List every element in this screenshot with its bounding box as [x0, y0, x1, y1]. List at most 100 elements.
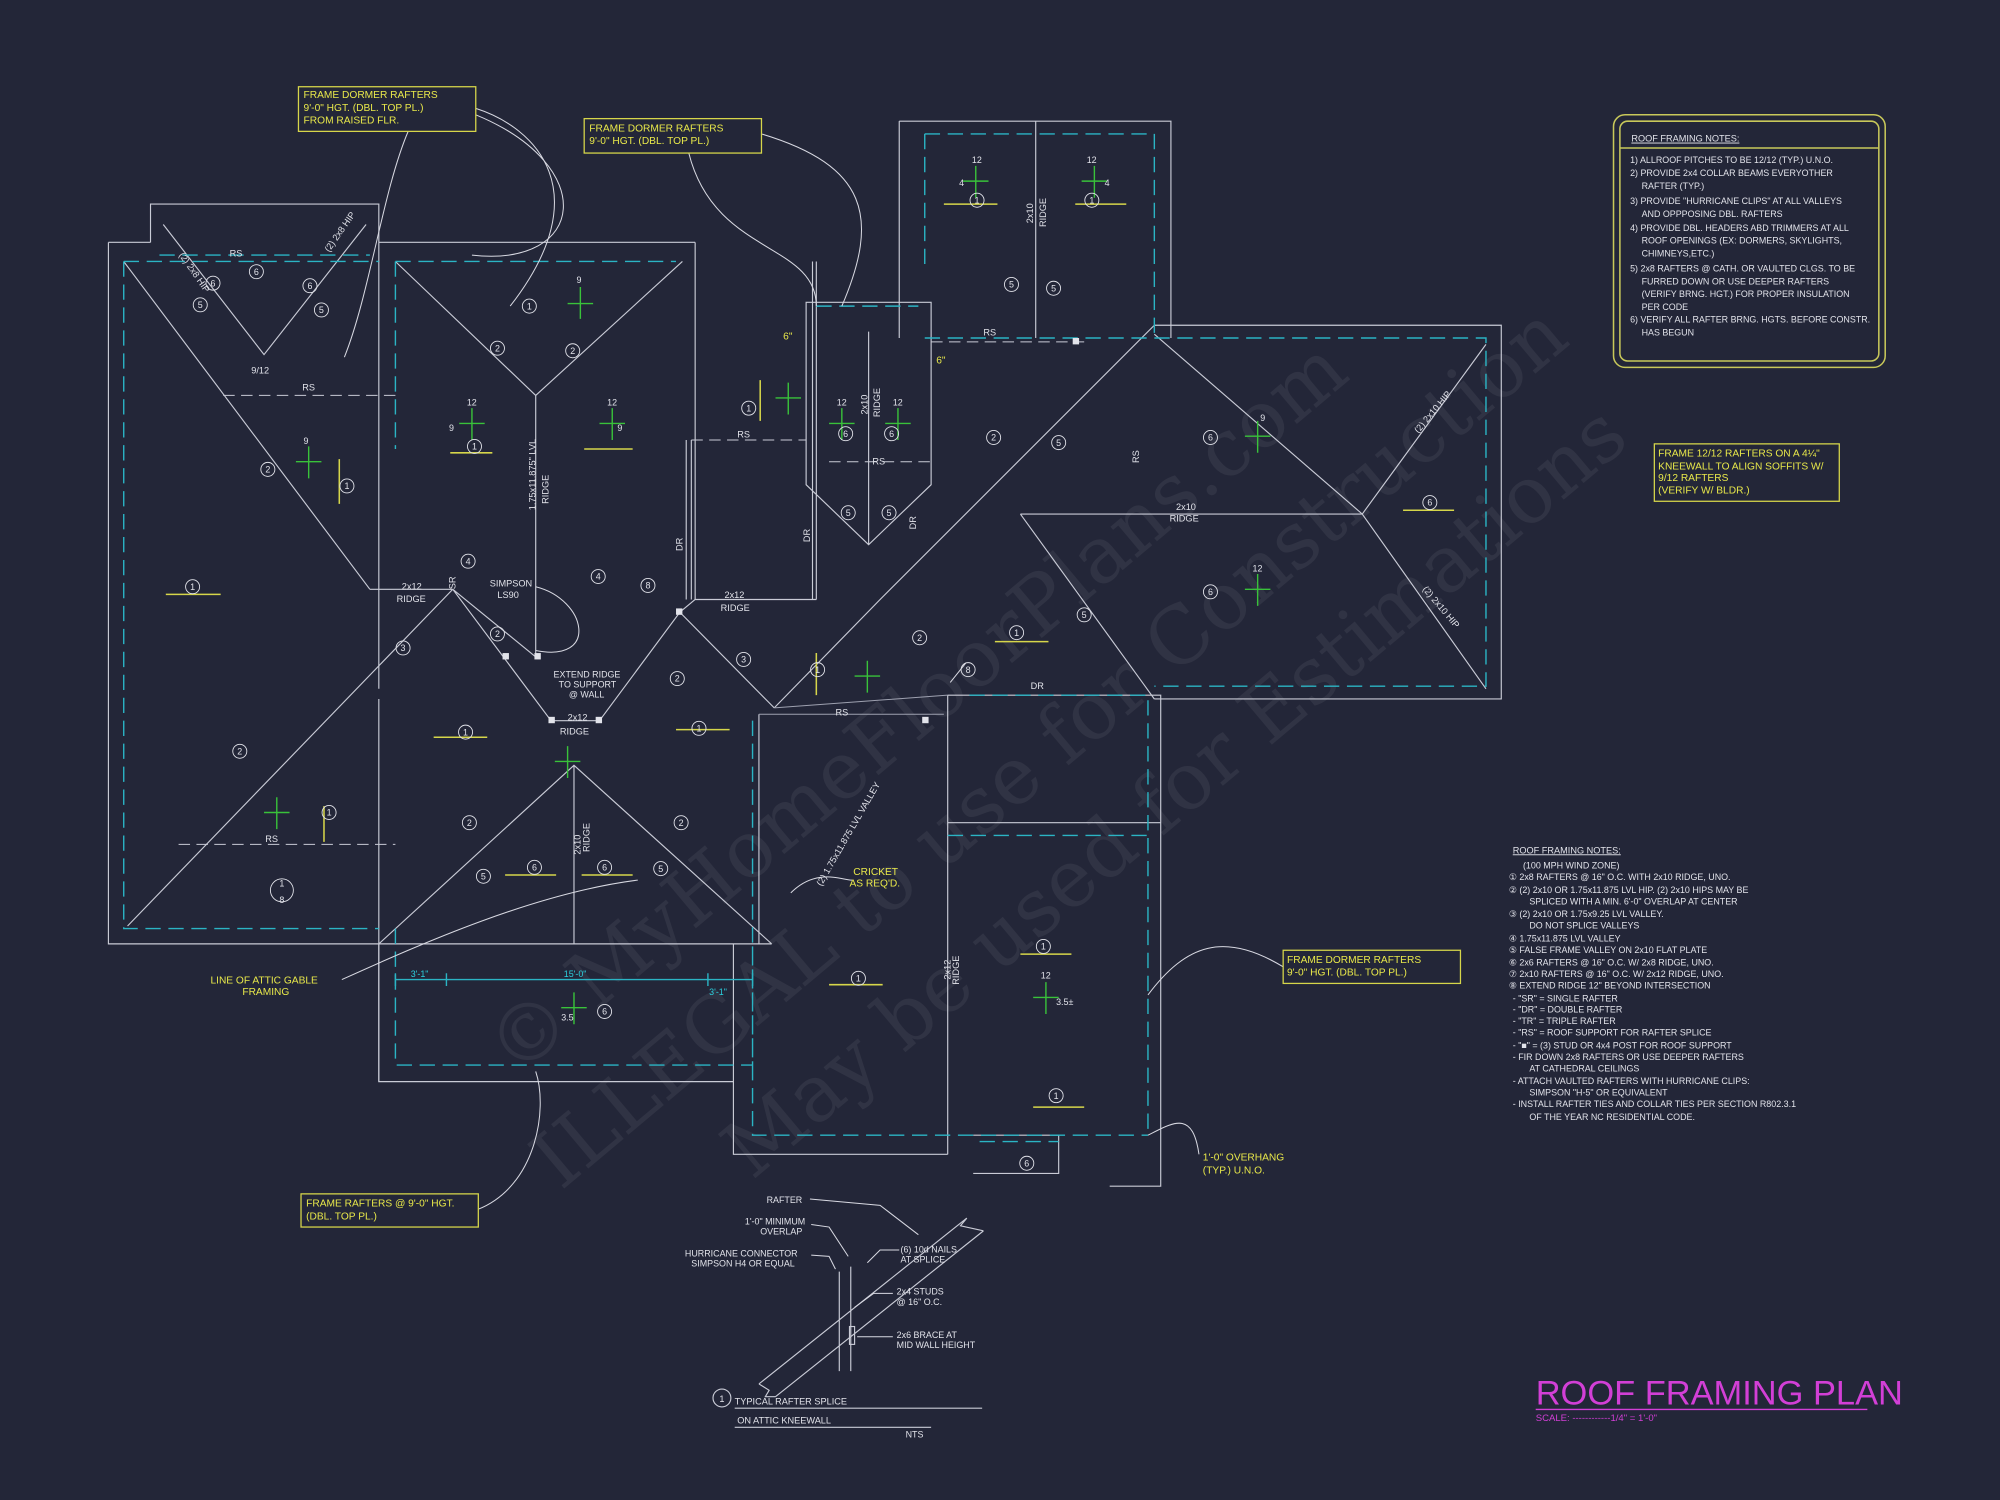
- label-ridge: RIDGE: [951, 956, 961, 985]
- svg-text:FRAME DORMER RAFTERS: FRAME DORMER RAFTERS: [304, 90, 438, 101]
- svg-text:9'-0" HGT. (DBL. TOP PL.): 9'-0" HGT. (DBL. TOP PL.): [304, 103, 424, 114]
- svg-text:FRAME DORMER RAFTERS: FRAME DORMER RAFTERS: [1287, 955, 1421, 966]
- label-6in: 6": [783, 331, 793, 342]
- label-hip-2x8: (2) 2x8 HIP: [323, 210, 358, 254]
- svg-text:LINE OF ATTIC GABLE: LINE OF ATTIC GABLE: [210, 975, 318, 986]
- tag-6: 6: [248, 264, 264, 280]
- tag-5: 5: [475, 868, 491, 884]
- callout-cricket: CRICKET AS REQ'D.: [849, 867, 900, 889]
- svg-text:1: 1: [856, 974, 861, 984]
- svg-text:③ (2) 2x10 OR 1.75x9.25 LVL VA: ③ (2) 2x10 OR 1.75x9.25 LVL VALLEY.: [1509, 909, 1664, 919]
- detail-rafter-label: RAFTER: [767, 1195, 803, 1205]
- callout-attic-gable: LINE OF ATTIC GABLE FRAMING: [210, 975, 318, 997]
- callout-dormer-left: FRAME DORMER RAFTERS 9'-0" HGT. (DBL. TO…: [297, 86, 477, 133]
- svg-text:DO NOT SPLICE VALLEYS: DO NOT SPLICE VALLEYS: [1529, 921, 1639, 931]
- dimension-center: 15'-0": [564, 969, 587, 979]
- svg-text:2: 2: [265, 465, 270, 475]
- svg-text:1: 1: [815, 665, 820, 675]
- label-2x10: 2x10: [1025, 203, 1035, 223]
- callout-rafters-bottom: FRAME RAFTERS @ 9'-0" HGT. (DBL. TOP PL.…: [300, 1193, 479, 1228]
- svg-text:CHIMNEYS,ETC.): CHIMNEYS,ETC.): [1642, 248, 1715, 258]
- svg-text:FURRED DOWN OR USE DEEPER RAFT: FURRED DOWN OR USE DEEPER RAFTERS: [1642, 276, 1830, 286]
- tag-2: 2: [260, 461, 276, 477]
- callout-overhang: 1'-0" OVERHANG (TYP.) U.N.O.: [1203, 1153, 1284, 1177]
- svg-text:3: 3: [401, 643, 406, 653]
- label-2x12: 2x12: [568, 713, 588, 723]
- svg-text:- "■" = (3) STUD OR 4x4 POST: - "■" = (3) STUD OR 4x4 POST FOR ROOF SU…: [1513, 1040, 1733, 1050]
- label-rs: RS: [983, 327, 996, 337]
- svg-text:- "SR" = SINGLE RAFTER: - "SR" = SINGLE RAFTER: [1513, 993, 1619, 1003]
- tag-1: 1: [741, 400, 757, 416]
- post-marker: [1072, 338, 1080, 345]
- svg-text:1: 1: [1041, 942, 1046, 952]
- svg-text:3: 3: [741, 655, 746, 665]
- svg-text:6: 6: [1427, 498, 1432, 508]
- callout-dormer-center: FRAME DORMER RAFTERS 9'-0" HGT. (DBL. TO…: [583, 117, 763, 154]
- tag-1: 1: [467, 438, 482, 454]
- svg-text:6: 6: [602, 863, 607, 873]
- label-2x10: 2x10: [572, 835, 582, 855]
- tag-3: 3: [736, 651, 752, 667]
- svg-text:8: 8: [645, 581, 650, 591]
- pitch-rise: 3.5±: [1056, 997, 1073, 1007]
- svg-text:5: 5: [1051, 283, 1056, 293]
- tag-1: 1: [185, 579, 201, 595]
- tag-5: 5: [1046, 280, 1062, 296]
- label-ridge: RIDGE: [721, 603, 750, 613]
- tag-2: 2: [489, 626, 505, 642]
- svg-text:1: 1: [719, 1394, 724, 1404]
- svg-text:3) PROVIDE "HURRICANE CLIPS" A: 3) PROVIDE "HURRICANE CLIPS" AT ALL VALL…: [1630, 196, 1842, 206]
- tag-2: 2: [669, 671, 685, 687]
- label-extend-ridge-3: @ WALL: [569, 690, 604, 700]
- tag-5: 5: [1076, 607, 1092, 623]
- svg-text:2x4 STUDS: 2x4 STUDS: [897, 1287, 944, 1297]
- tag-3: 3: [395, 640, 411, 656]
- svg-text:(DBL. TOP PL.): (DBL. TOP PL.): [306, 1211, 377, 1222]
- svg-text:2: 2: [237, 746, 242, 756]
- tag-2: 2: [461, 815, 477, 831]
- svg-text:SPLICED WITH A MIN. 6'-0" OVER: SPLICED WITH A MIN. 6'-0" OVERLAP AT CEN…: [1529, 896, 1738, 906]
- tag-1: 1: [521, 298, 537, 314]
- svg-text:6) VERIFY ALL RAFTER BRNG. HGT: 6) VERIFY ALL RAFTER BRNG. HGTS. BEFORE …: [1630, 315, 1870, 325]
- tag-6: 6: [302, 278, 318, 294]
- tag-1: 1: [1084, 192, 1100, 208]
- svg-text:FRAME DORMER RAFTERS: FRAME DORMER RAFTERS: [589, 123, 723, 134]
- svg-text:- "TR" = TRIPLE RAFTER: - "TR" = TRIPLE RAFTER: [1513, 1016, 1616, 1026]
- roof-framing-notes-bottom: ROOF FRAMING NOTES: (100 MPH WIND ZONE) …: [1509, 845, 1796, 1122]
- svg-text:FRAMING: FRAMING: [242, 987, 289, 998]
- post-marker: [534, 653, 541, 660]
- tag-1: 1: [850, 970, 866, 986]
- svg-text:9'-0" HGT. (DBL. TOP PL.): 9'-0" HGT. (DBL. TOP PL.): [589, 136, 709, 147]
- svg-text:ROOF OPENINGS (EX: DORMERS, SK: ROOF OPENINGS (EX: DORMERS, SKYLIGHTS,: [1642, 236, 1842, 246]
- pitch-rise: 3.5: [561, 1012, 573, 1022]
- pitch-symbols: 9 12 9 12 9 9 12 12 12 9 12 4 12 4 3.5 1…: [264, 155, 1271, 1025]
- svg-text:2) PROVIDE 2x4 COLLAR BEAMS EV: 2) PROVIDE 2x4 COLLAR BEAMS EVERYOTHER: [1630, 168, 1833, 178]
- rafter-splice-detail: RAFTER 1'-0" MINIMUM OVERLAP HURRICANE C…: [685, 1195, 984, 1440]
- svg-text:5: 5: [658, 864, 663, 874]
- svg-text:8: 8: [279, 895, 284, 905]
- svg-text:- "DR" = DOUBLE RAFTER: - "DR" = DOUBLE RAFTER: [1513, 1005, 1623, 1015]
- svg-text:- INSTALL RAFTER TIES AND COL: - INSTALL RAFTER TIES AND COLLAR TIES PE…: [1513, 1099, 1796, 1109]
- tag-6: 6: [597, 1004, 613, 1019]
- pitch-rise: 9: [1260, 413, 1265, 423]
- svg-text:2x6 BRACE AT: 2x6 BRACE AT: [897, 1330, 958, 1340]
- tag-2: 2: [489, 340, 505, 356]
- svg-text:5: 5: [887, 508, 892, 518]
- label-rs: RS: [737, 430, 750, 440]
- svg-text:④ 1.75x11.875 LVL VALLEY: ④ 1.75x11.875 LVL VALLEY: [1509, 933, 1621, 943]
- tag-1: 1: [321, 805, 337, 820]
- svg-text:HAS BEGUN: HAS BEGUN: [1642, 327, 1694, 337]
- svg-text:5: 5: [1082, 610, 1087, 620]
- label-simpson-1: SIMPSON: [490, 579, 532, 589]
- svg-text:(6) 10d NAILS: (6) 10d NAILS: [901, 1245, 957, 1255]
- svg-text:AS REQ'D.: AS REQ'D.: [849, 878, 900, 889]
- pitch-run: 12: [1253, 563, 1263, 573]
- svg-text:6: 6: [211, 278, 216, 288]
- svg-text:① 2x8 RAFTERS @ 16" O.C. WITH: ① 2x8 RAFTERS @ 16" O.C. WITH 2x10 RIDGE…: [1509, 872, 1731, 882]
- overhang-lines: [123, 133, 1487, 1143]
- roof-support-posts: [502, 338, 1080, 724]
- detail-title-2: ON ATTIC KNEEWALL: [737, 1415, 831, 1425]
- tag-6: 6: [597, 859, 613, 875]
- svg-text:5: 5: [1056, 438, 1061, 448]
- svg-text:② (2) 2x10 OR 1.75x11.875 LVL: ② (2) 2x10 OR 1.75x11.875 LVL HIP. (2) 2…: [1509, 885, 1749, 895]
